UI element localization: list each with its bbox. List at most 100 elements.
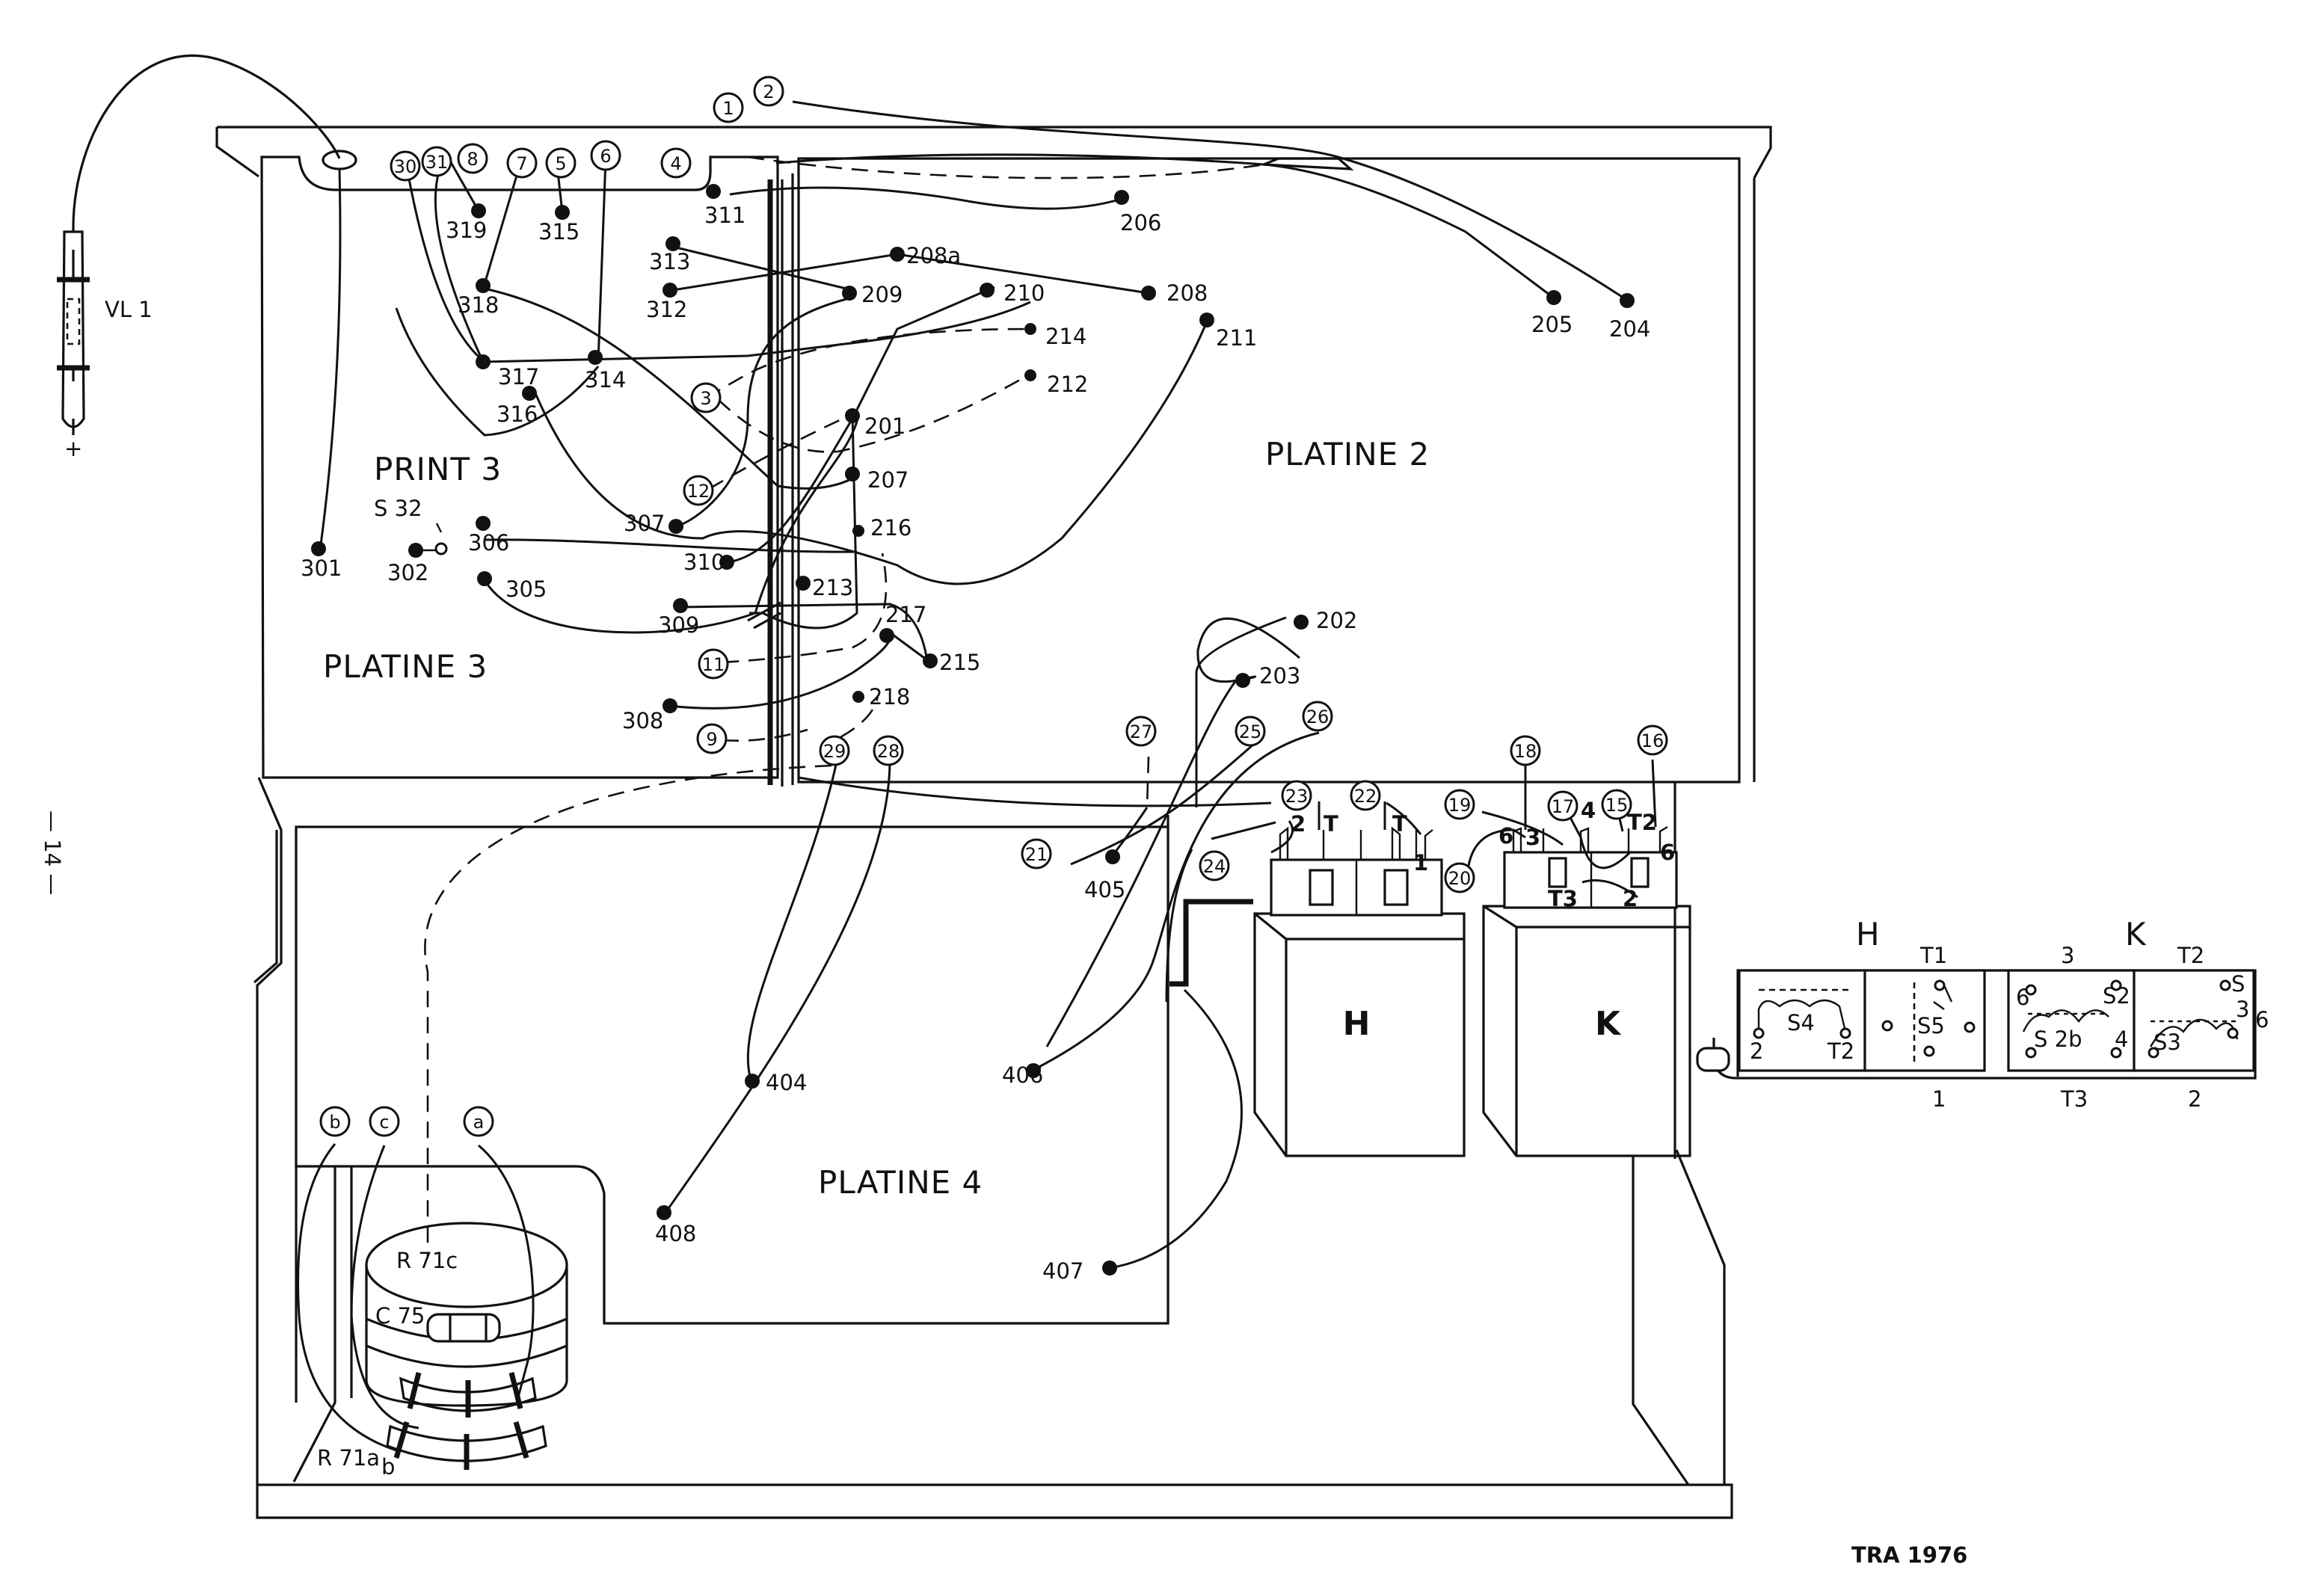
terminal-dot-206	[1114, 190, 1129, 205]
wire-marker-label-5: 5	[555, 153, 566, 174]
wire-marker-label-18: 18	[1514, 741, 1537, 762]
wire-marker-label-26: 26	[1306, 707, 1329, 727]
terminal-dot-408	[657, 1205, 671, 1220]
terminal-dot-308	[663, 698, 677, 713]
terminal-dot-205	[1546, 290, 1561, 305]
terminal-dot-315	[555, 205, 570, 220]
platine-3-label: PLATINE 3	[323, 648, 488, 685]
wire-marker-6	[590, 140, 621, 171]
wire-marker-label-15: 15	[1605, 795, 1629, 816]
wire-marker-label-27: 27	[1130, 721, 1153, 742]
wire-marker-label-25: 25	[1239, 721, 1262, 742]
terminal-label-209: 209	[861, 282, 903, 307]
terminal-dot-302	[408, 543, 423, 558]
legend-caption: 1	[1932, 1086, 1946, 1112]
terminal-label-316: 316	[497, 401, 538, 427]
wiring	[297, 100, 1657, 1452]
wire-marker-label-24: 24	[1203, 856, 1226, 877]
terminal-label-404: 404	[766, 1070, 807, 1095]
wire-marker-24	[1199, 850, 1230, 881]
legend-t1-label: T1	[1919, 943, 1947, 968]
terminal-label-407: 407	[1042, 1258, 1083, 1284]
wire-marker-label-19: 19	[1448, 795, 1472, 816]
wire-marker-25	[1235, 715, 1266, 747]
legend-s3-label: S3	[2154, 1030, 2181, 1055]
wire-marker-19	[1444, 789, 1475, 820]
c75-label: C 75	[375, 1303, 425, 1329]
terminal-dot-319	[471, 203, 486, 218]
legend-k-label: K	[2125, 916, 2147, 952]
wire-marker-22	[1350, 780, 1381, 811]
wire-marker-label-7: 7	[516, 153, 527, 174]
relay-k-pin-label: 6	[1498, 823, 1513, 849]
wire-marker-label-29: 29	[823, 741, 846, 762]
terminal-dot-204	[1620, 293, 1635, 308]
wire-marker-label-20: 20	[1448, 868, 1472, 889]
wire-marker-21	[1021, 838, 1052, 870]
terminal-dot-301	[311, 541, 326, 556]
terminal-dot-318	[476, 278, 491, 293]
terminal-label-309: 309	[658, 612, 699, 638]
wire-marker-label-6: 6	[600, 146, 611, 167]
terminal-dot-218	[852, 691, 864, 703]
terminal-label-202: 202	[1316, 608, 1357, 633]
legend-t2-label: T2	[2177, 943, 2204, 968]
relay-h-pin-label: 1	[1413, 850, 1428, 875]
terminal-dot-405	[1105, 849, 1120, 864]
wire-marker-label-22: 22	[1354, 786, 1377, 807]
terminal-label-311: 311	[704, 203, 746, 228]
terminal-dot-215	[923, 653, 938, 668]
legend-s20-label: S 2b	[2034, 1027, 2082, 1052]
terminal-label-201: 201	[864, 413, 906, 439]
terminal-dot-210	[980, 283, 995, 298]
platine-2-panel	[747, 157, 1741, 787]
wire-marker-30	[390, 150, 421, 182]
terminal-label-215: 215	[939, 650, 980, 675]
legend-pin-label: 2	[1750, 1038, 1763, 1064]
terminal-dot-217	[879, 628, 894, 643]
terminal-dot-202	[1294, 615, 1309, 630]
terminal-dot-208	[1141, 286, 1156, 301]
wire-marker-label-12: 12	[687, 481, 710, 502]
platine-4-label: PLATINE 4	[818, 1164, 983, 1201]
legend-s2-label: S2	[2103, 983, 2130, 1009]
wire-marker-b	[319, 1106, 351, 1137]
wire-marker-label-3: 3	[700, 388, 711, 409]
terminal-dot-213	[796, 576, 811, 591]
print-3-label: PRINT 3	[374, 451, 502, 487]
wire-marker-4	[660, 147, 692, 179]
terminal-label-406: 406	[1002, 1062, 1043, 1088]
vl1-label: VL 1	[105, 297, 153, 322]
terminal-dot-307	[668, 519, 683, 534]
terminal-dot-306	[476, 516, 491, 531]
ground-strap	[1169, 899, 1253, 987]
legend-h-label: H	[1856, 916, 1881, 952]
terminal-label-217: 217	[885, 602, 926, 627]
terminal-label-212: 212	[1047, 372, 1088, 397]
terminal-dot-201	[845, 408, 860, 423]
wire-marker-label-30: 30	[394, 156, 417, 177]
wire-marker-label-16: 16	[1641, 730, 1664, 751]
terminal-legend: H K T1 3 T2 S4 S5 S2 S 2b S3 2 T2 6 4 S …	[1696, 916, 2269, 1112]
terminal-label-213: 213	[812, 575, 853, 600]
relay-k-pin-label: 2	[1623, 886, 1638, 911]
wire-marker-27	[1125, 715, 1157, 747]
terminal-label-405: 405	[1084, 877, 1125, 902]
legend-pin-label: 3	[2236, 997, 2249, 1022]
wire-marker-8	[457, 143, 488, 174]
wire-marker-31	[421, 146, 452, 177]
wire-marker-16	[1637, 724, 1668, 756]
terminal-label-208: 208	[1166, 280, 1208, 306]
terminal-label-218: 218	[869, 684, 910, 710]
vl1-lamp: + VL 1	[57, 54, 341, 461]
wire-marker-20	[1444, 862, 1475, 893]
wire-marker-label-21: 21	[1025, 844, 1048, 865]
wire-marker-29	[819, 735, 850, 766]
wire-marker-label-2: 2	[763, 81, 774, 102]
relay-h-label: H	[1343, 1005, 1371, 1043]
terminal-label-301: 301	[301, 555, 342, 581]
wire-marker-label-23: 23	[1285, 786, 1309, 807]
terminal-label-211: 211	[1216, 325, 1257, 351]
